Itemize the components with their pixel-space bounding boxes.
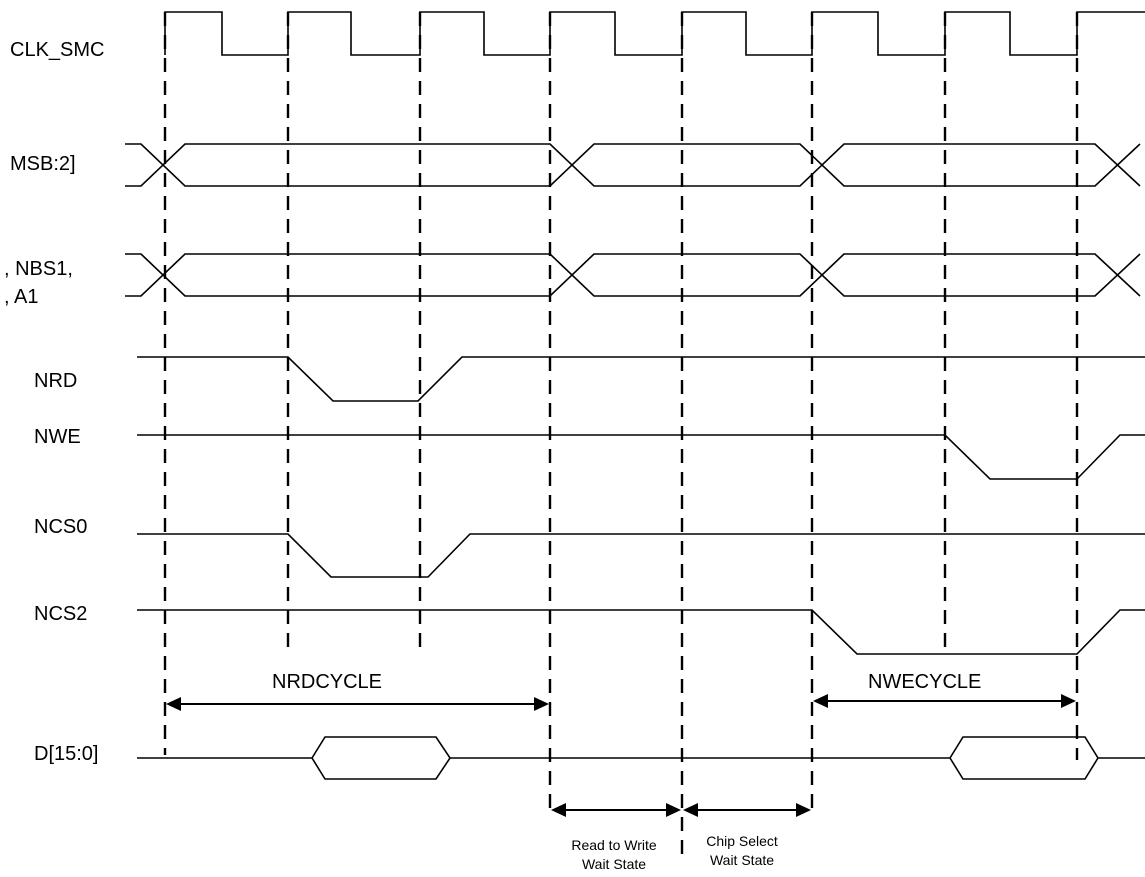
arrowhead-left-icon (813, 694, 828, 708)
nwecycle-label: NWECYCLE (868, 671, 981, 693)
signal-label-clk: CLK_SMC (10, 39, 104, 61)
read-to-write-label-line1: Read to Write (571, 837, 657, 853)
arrowhead-right-icon (796, 803, 811, 817)
signal-label-data: D[15:0] (34, 743, 98, 765)
signal-label-address: MSB:2] (10, 153, 76, 175)
clk-waveform (164, 11, 1145, 56)
ncs2-waveform (137, 609, 1145, 655)
arrowhead-right-icon (534, 697, 549, 711)
read-to-write-label-line2: Wait State (582, 856, 646, 872)
ncs0-waveform (137, 533, 1145, 578)
arrowhead-left-icon (683, 803, 698, 817)
address-bus-waveform (125, 143, 1141, 187)
signal-label-nbs-line1: , NBS1, (4, 258, 73, 280)
arrowhead-left-icon (551, 803, 566, 817)
arrowhead-right-icon (666, 803, 681, 817)
signal-label-nbs-line2: , A1 (4, 286, 38, 308)
signal-label-ncs0: NCS0 (34, 516, 87, 538)
chip-select-label-line1: Chip Select (706, 833, 778, 849)
arrowhead-left-icon (166, 697, 181, 711)
nrd-waveform (137, 356, 1145, 402)
signal-label-nrd: NRD (34, 370, 77, 392)
chip-select-label-line2: Wait State (710, 852, 774, 868)
nwe-waveform (137, 434, 1145, 480)
nbs-bus-waveform (125, 253, 1141, 297)
signal-label-nwe: NWE (34, 426, 81, 448)
data-bus-waveform (137, 736, 1145, 780)
signal-label-ncs2: NCS2 (34, 603, 87, 625)
nrdcycle-label: NRDCYCLE (272, 671, 382, 693)
arrowhead-right-icon (1061, 694, 1076, 708)
